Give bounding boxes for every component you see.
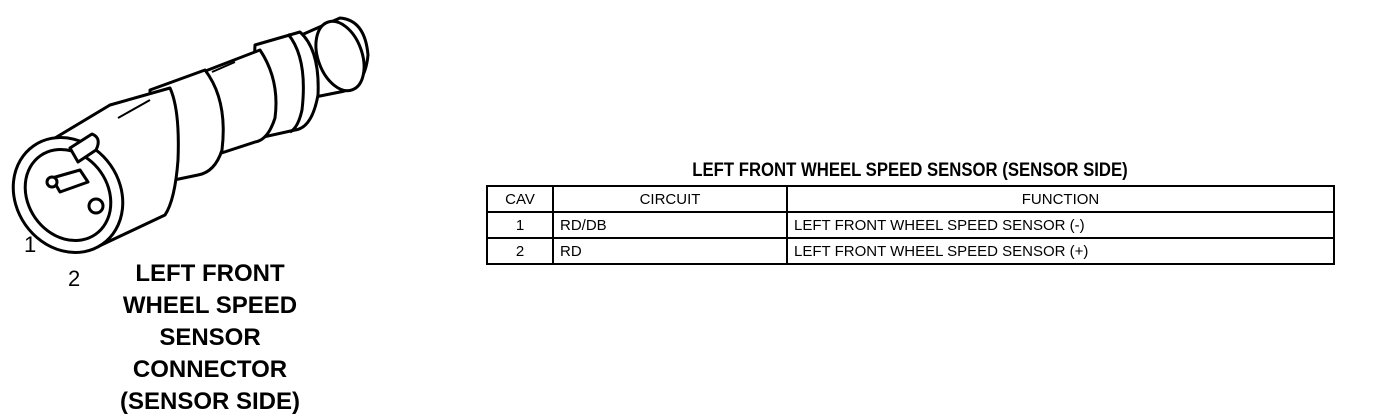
circuit-cell: RD xyxy=(552,237,788,265)
table-row: 1 RD/DB LEFT FRONT WHEEL SPEED SENSOR (-… xyxy=(486,211,1335,239)
pin-1-label: 1 xyxy=(24,232,37,257)
caption-line: LEFT FRONT xyxy=(135,260,285,287)
pinout-table: CAV CIRCUIT FUNCTION 1 RD/DB LEFT FRONT … xyxy=(486,185,1335,265)
caption-line: WHEEL SPEED xyxy=(122,292,298,319)
function-cell: LEFT FRONT WHEEL SPEED SENSOR (-) xyxy=(786,211,1335,239)
column-header-cav: CAV xyxy=(486,185,554,213)
function-cell: LEFT FRONT WHEEL SPEED SENSOR (+) xyxy=(786,237,1335,265)
caption-line: SENSOR xyxy=(159,324,261,351)
table-title: LEFT FRONT WHEEL SPEED SENSOR (SENSOR SI… xyxy=(692,160,1128,181)
cav-cell: 1 xyxy=(486,211,554,239)
column-header-circuit: CIRCUIT xyxy=(552,185,788,213)
caption-line: CONNECTOR xyxy=(132,356,288,383)
caption-line: (SENSOR SIDE) xyxy=(119,388,301,415)
pin-2-label: 2 xyxy=(68,266,81,291)
circuit-cell: RD/DB xyxy=(552,211,788,239)
connector-caption: LEFT FRONT WHEEL SPEED SENSOR CONNECTOR … xyxy=(70,258,350,418)
connector-illustration xyxy=(11,16,370,254)
column-header-function: FUNCTION xyxy=(786,185,1335,213)
cav-cell: 2 xyxy=(486,237,554,265)
table-header-row: CAV CIRCUIT FUNCTION xyxy=(486,185,1335,213)
table-row: 2 RD LEFT FRONT WHEEL SPEED SENSOR (+) xyxy=(486,237,1335,265)
